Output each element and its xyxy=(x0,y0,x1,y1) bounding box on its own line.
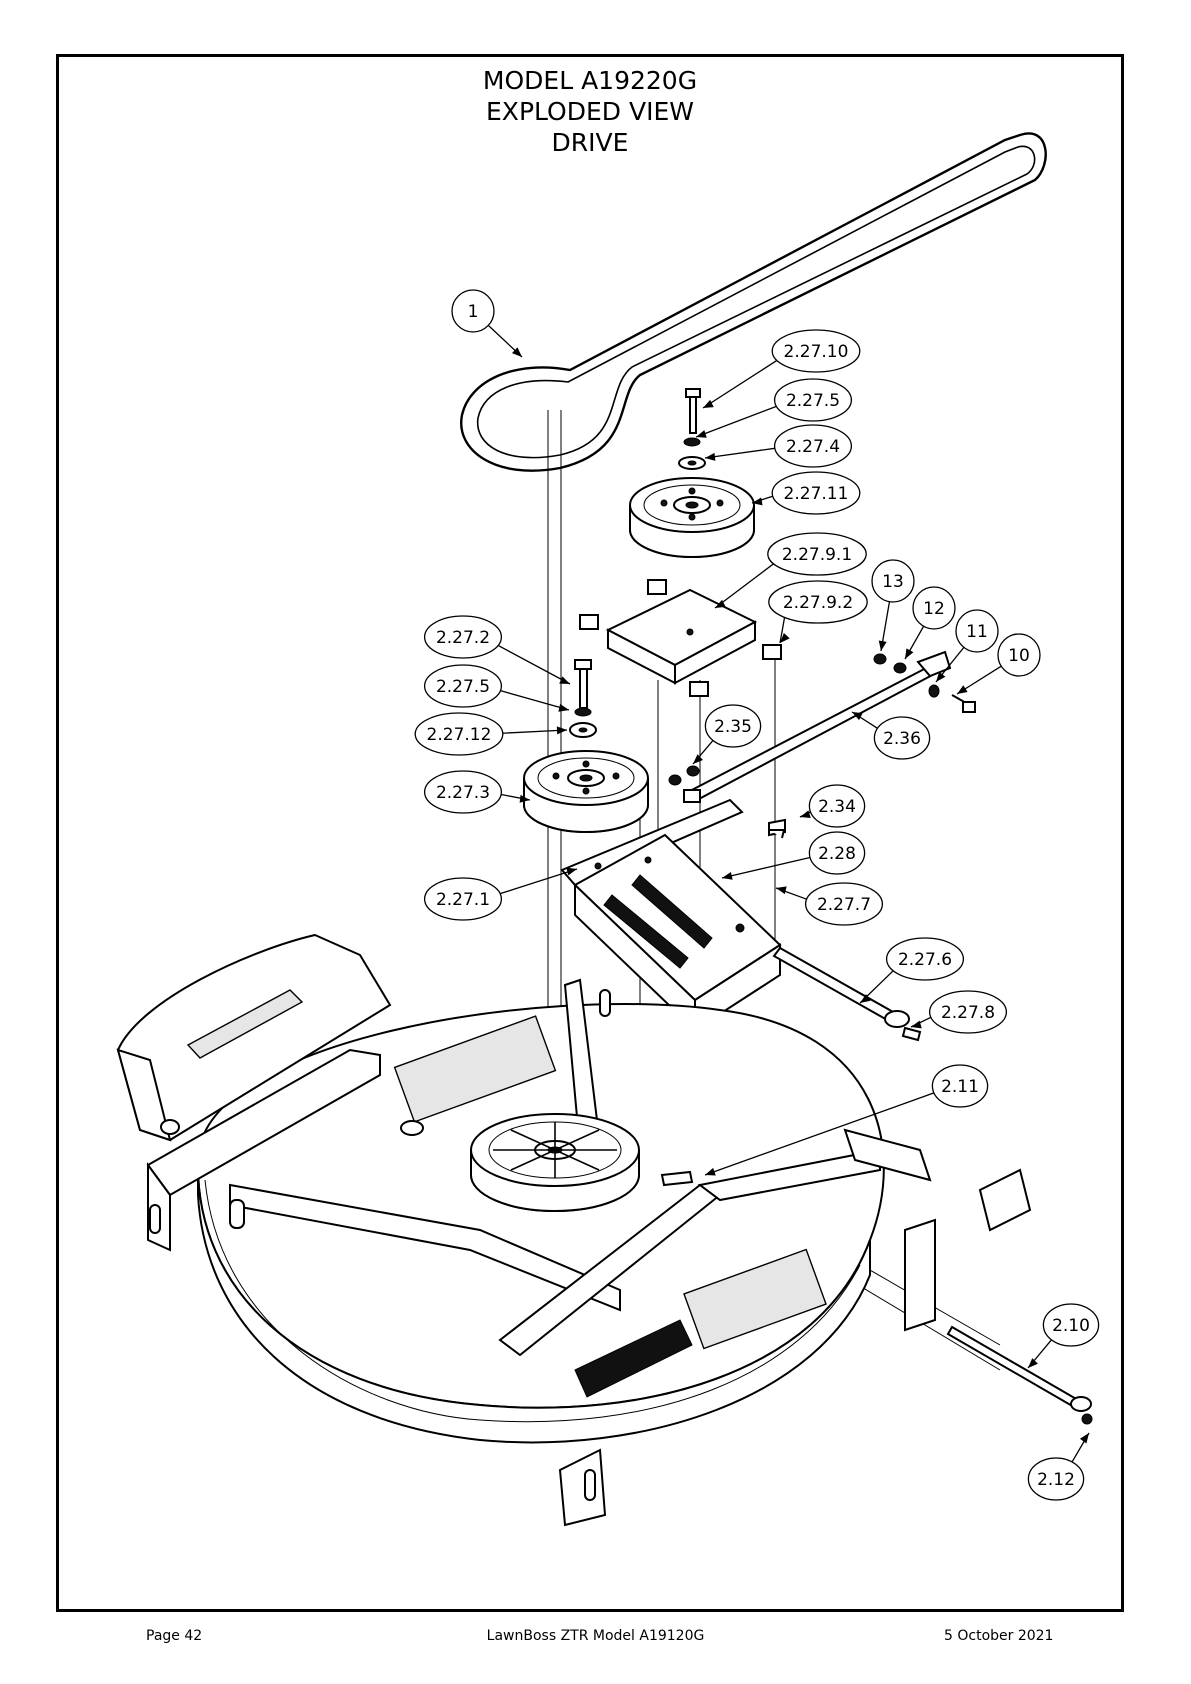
callout-2-28: 2.28 xyxy=(722,832,865,880)
callout-leader xyxy=(715,564,774,608)
callout-2-27-11: 2.27.11 xyxy=(752,472,860,514)
callout-2-36: 2.36 xyxy=(852,712,930,759)
slide-bracket xyxy=(608,590,755,683)
callout-leader xyxy=(722,857,810,878)
callout-arrowhead xyxy=(705,453,715,461)
upper-idler-pulley xyxy=(630,478,754,557)
callout-2-27-4: 2.27.4 xyxy=(705,425,851,467)
callout-leader xyxy=(696,406,776,437)
callout-label: 2.27.10 xyxy=(784,342,849,362)
footer-date: 5 October 2021 xyxy=(944,1628,1053,1644)
callout-label: 13 xyxy=(882,572,904,592)
callout-2-27-7: 2.27.7 xyxy=(776,883,882,925)
callout-2-12: 2.12 xyxy=(1028,1433,1089,1500)
mower-deck xyxy=(198,1004,884,1442)
callout-2-10: 2.10 xyxy=(1028,1304,1099,1368)
callout-2-34: 2.34 xyxy=(800,785,865,827)
callout-arrowhead xyxy=(800,810,811,818)
callout-2-27-6: 2.27.6 xyxy=(860,938,963,1003)
callout-arrowhead xyxy=(879,640,887,651)
callout-label: 2.27.9.2 xyxy=(783,593,853,613)
callout-label: 2.27.3 xyxy=(436,783,490,803)
callout-12: 12 xyxy=(905,587,955,659)
upper-washer xyxy=(679,457,705,469)
callout-arrowhead xyxy=(957,685,968,694)
callout-label: 2.27.9.1 xyxy=(782,545,852,565)
callout-arrowhead xyxy=(1080,1433,1089,1443)
callout-leader xyxy=(703,360,777,408)
lower-washer xyxy=(570,723,596,737)
callout-2-35: 2.35 xyxy=(693,705,761,764)
callout-label: 2.28 xyxy=(818,844,856,864)
callout-label: 2.10 xyxy=(1052,1316,1090,1336)
callout-arrowhead xyxy=(696,430,707,438)
callout-arrowhead xyxy=(905,648,913,659)
callout-label: 11 xyxy=(966,622,988,642)
drive-belt xyxy=(461,133,1045,470)
callout-label: 2.12 xyxy=(1037,1470,1075,1490)
callout-leader xyxy=(500,869,577,894)
callout-arrowhead xyxy=(703,400,714,408)
clevis-pin xyxy=(662,1172,692,1185)
callout-leader xyxy=(500,691,569,710)
lower-bolt xyxy=(575,660,591,708)
callout-leader xyxy=(705,448,775,458)
callout-arrowhead xyxy=(557,726,567,734)
exploded-view-drawing: 1 2.27.10 2.27.5 2.27.4 2.27.11 2.27.9.1 2.27.… xyxy=(0,0,1191,1610)
callout-2-27-9-2: 2.27.9.2 xyxy=(769,581,867,643)
callout-arrowhead xyxy=(911,1021,922,1029)
callout-label: 2.11 xyxy=(941,1077,979,1097)
callout-arrowhead xyxy=(776,886,787,894)
lower-idler-pulley xyxy=(524,751,648,832)
callout-leader xyxy=(498,645,570,684)
callout-label: 10 xyxy=(1008,646,1030,666)
main-drive-pulley xyxy=(471,1114,639,1211)
callout-label: 2.27.5 xyxy=(436,677,490,697)
callout-label: 2.34 xyxy=(818,797,856,817)
callout-2-27-1: 2.27.1 xyxy=(425,868,577,920)
callout-label: 2.27.1 xyxy=(436,890,490,910)
callout-label: 2.27.12 xyxy=(427,725,492,745)
upper-bolt xyxy=(686,389,700,433)
callout-1: 1 xyxy=(452,290,522,357)
callout-arrowhead xyxy=(1028,1358,1038,1368)
callout-2-27-3: 2.27.3 xyxy=(425,771,530,813)
callout-label: 2.27.11 xyxy=(784,484,849,504)
callout-2-27-8: 2.27.8 xyxy=(911,991,1006,1033)
callout-label: 2.36 xyxy=(883,729,921,749)
callout-label: 2.35 xyxy=(714,717,752,737)
callout-label: 1 xyxy=(468,302,479,322)
callout-arrowhead xyxy=(722,872,733,880)
callout-label: 2.27.8 xyxy=(941,1003,995,1023)
callout-label: 2.27.2 xyxy=(436,628,490,648)
lower-lock-nut xyxy=(575,708,591,716)
callout-2-27-12: 2.27.12 xyxy=(415,713,567,755)
callout-label: 2.27.5 xyxy=(786,391,840,411)
callout-label: 12 xyxy=(923,599,945,619)
callout-arrowhead xyxy=(693,754,703,764)
callout-arrowhead xyxy=(558,704,569,712)
callout-label: 2.27.6 xyxy=(898,950,952,970)
callout-label: 2.27.7 xyxy=(817,895,871,915)
callout-13: 13 xyxy=(872,560,914,651)
callout-label: 2.27.4 xyxy=(786,437,840,457)
upper-lock-nut xyxy=(684,438,700,446)
